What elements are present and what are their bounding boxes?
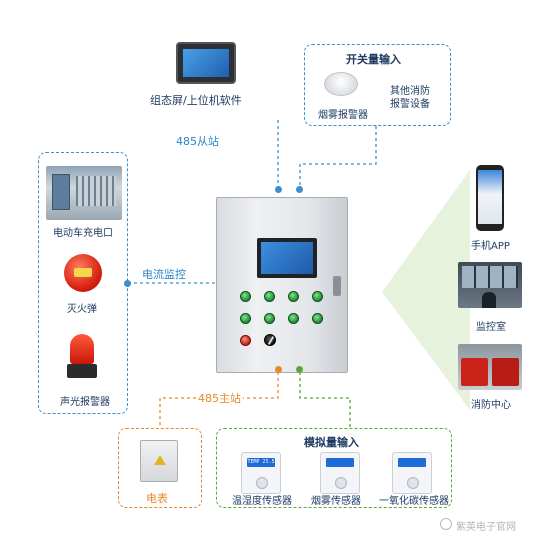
co-sensor-label: 一氧化碳传感器 [379, 496, 449, 507]
other-fire-label: 其他消防 [390, 86, 430, 97]
cabinet-handle [333, 276, 341, 296]
indicator-led [264, 291, 275, 302]
smoke-sensor [320, 452, 360, 494]
fire-center-label: 消防中心 [471, 400, 511, 411]
analog-input-box [216, 428, 452, 508]
line-switch-input [299, 126, 377, 190]
sound-light-label: 声光报警器 [60, 397, 110, 408]
hmi-label: 组态屏/上位机软件 [150, 94, 242, 107]
ev-charger-photo [46, 166, 122, 220]
rs485-slave-label: 485从站 [176, 135, 219, 148]
current-monitor-label: 电流监控 [142, 268, 186, 281]
indicator-led [288, 291, 299, 302]
line-analog [299, 372, 351, 428]
watermark-icon [440, 518, 452, 530]
analog-dot [296, 366, 303, 373]
alarm-device-label: 报警设备 [390, 99, 430, 110]
left-dot [124, 280, 131, 287]
smoke-alarm-device [324, 72, 358, 96]
monitor-room-image [458, 262, 522, 308]
meter-label: 电表 [146, 492, 168, 505]
smoke-alarm-label: 烟雾报警器 [318, 110, 368, 121]
analog-input-title: 模拟量输入 [304, 436, 359, 449]
sound-light-alarm-device [67, 334, 97, 380]
co-sensor [392, 452, 432, 494]
fire-ball-label: 灭火弹 [67, 304, 97, 315]
switch-input-title: 开关量输入 [346, 53, 401, 66]
cabinet-screen [257, 238, 317, 278]
hmi-device [176, 42, 236, 84]
monitor-room-label: 监控室 [476, 322, 506, 333]
meter-box [118, 428, 202, 508]
meter-device [140, 440, 178, 482]
indicator-led [240, 313, 251, 324]
fire-ball-device [64, 254, 102, 292]
fire-center-image [458, 344, 522, 390]
switch-input-box [304, 44, 451, 126]
temp-hum-label: 温湿度传感器 [232, 496, 292, 507]
temp-humidity-sensor: TEMP 25.5 [241, 452, 281, 494]
phone-app-label: 手机APP [471, 241, 510, 252]
indicator-led [240, 291, 251, 302]
indicator-led [288, 313, 299, 324]
watermark-text: 紫英电子官网 [456, 522, 516, 533]
switch-dot [296, 186, 303, 193]
slave-dot [275, 186, 282, 193]
indicator-led [312, 291, 323, 302]
indicator-led-red [240, 335, 251, 346]
sensor-display-text: TEMP 25.5 [247, 459, 275, 465]
phone-app-image [476, 165, 504, 231]
ev-charger-label: 电动车充电口 [53, 228, 113, 239]
smoke-sensor-label: 烟雾传感器 [311, 496, 361, 507]
selector-knob [264, 334, 276, 346]
rs485-master-label: 485主站 [196, 390, 243, 406]
indicator-led [312, 313, 323, 324]
control-cabinet [216, 197, 348, 373]
master-dot [275, 366, 282, 373]
output-fan [382, 170, 470, 410]
indicator-led [264, 313, 275, 324]
